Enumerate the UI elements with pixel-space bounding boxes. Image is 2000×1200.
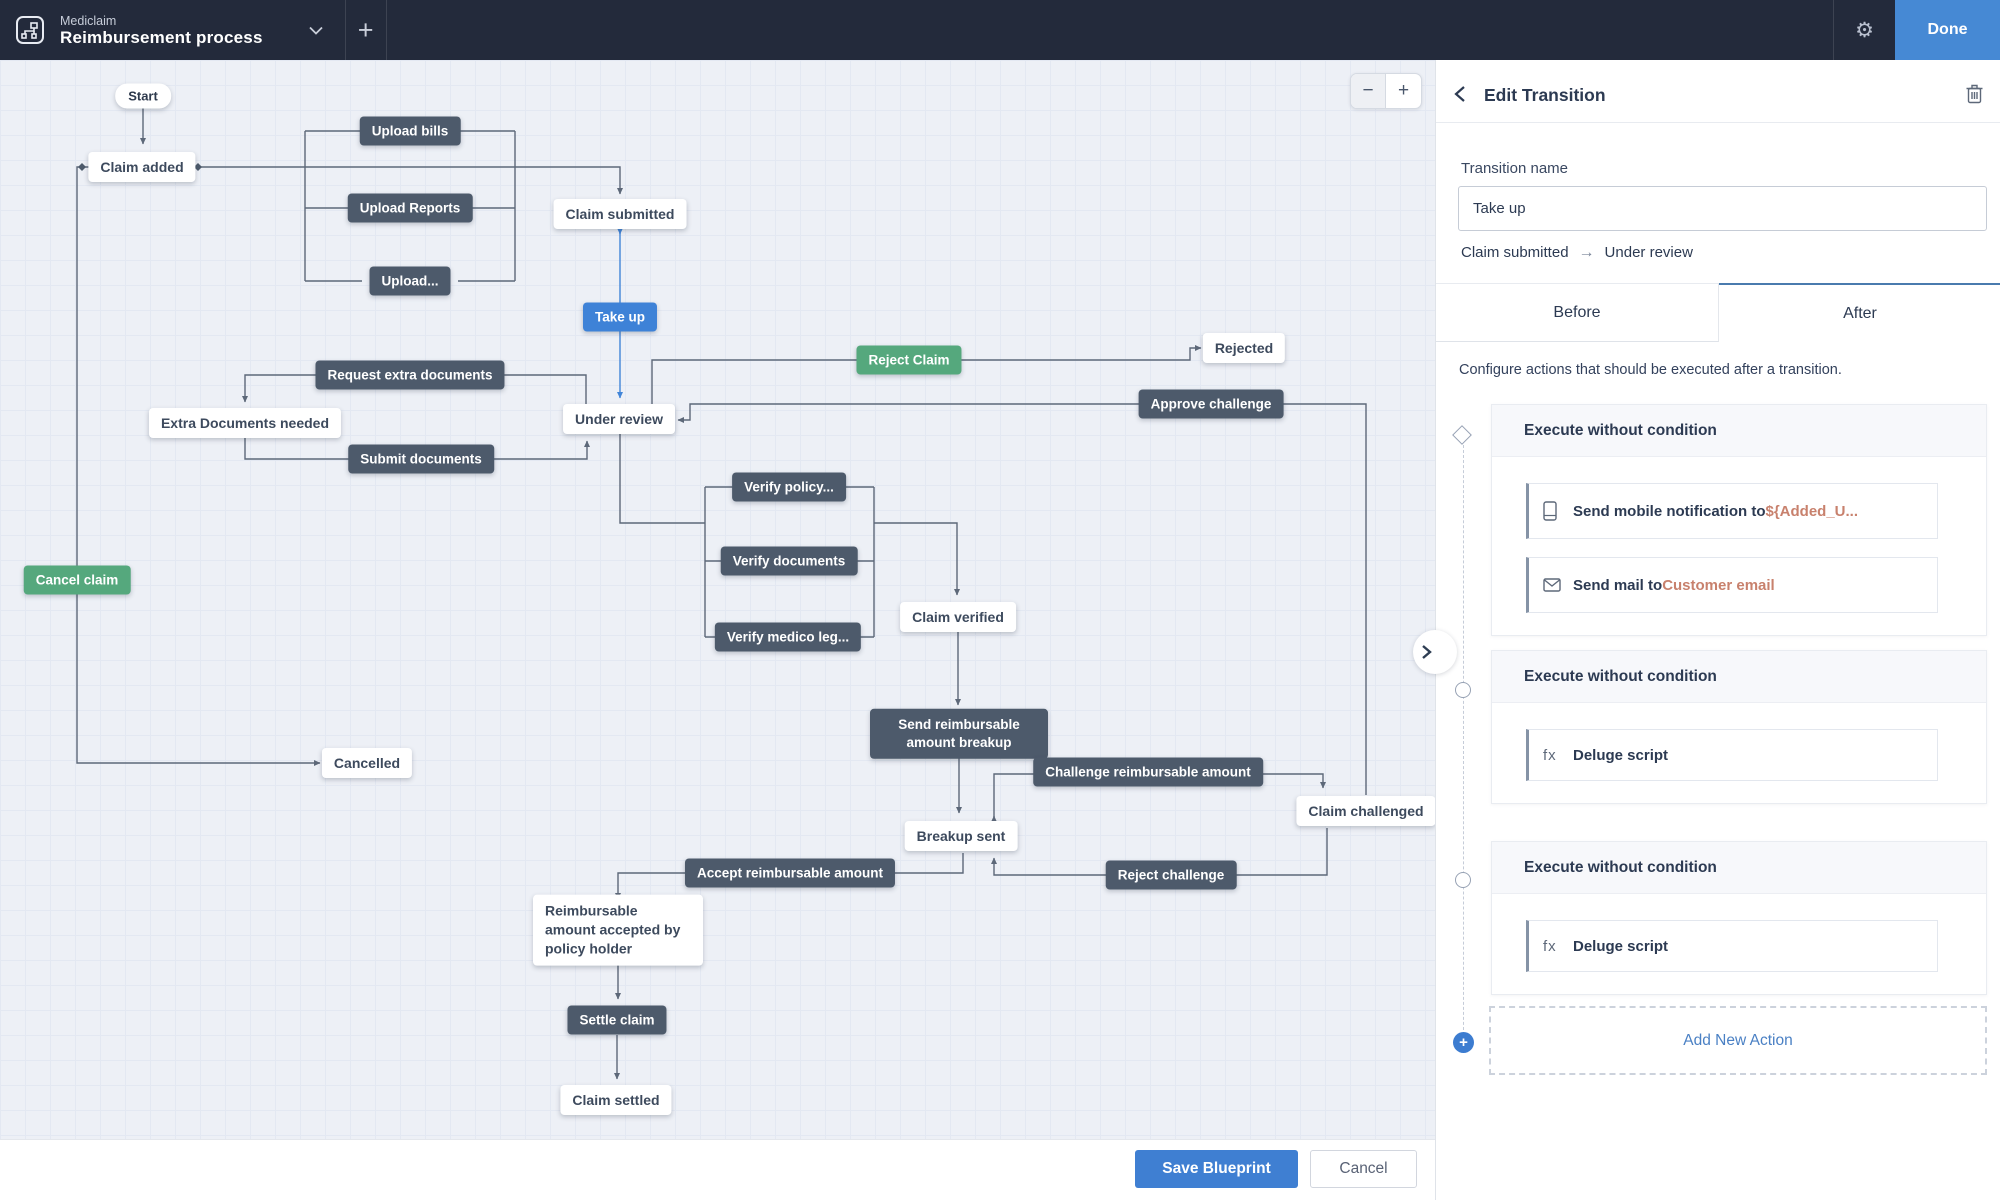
node-breakup-sent[interactable]: Breakup sent (904, 821, 1018, 851)
node-reject-claim[interactable]: Reject Claim (856, 345, 962, 375)
node-challenge-reimbursable[interactable]: Challenge reimbursable amount (1033, 757, 1263, 787)
done-button[interactable]: Done (1895, 0, 2000, 60)
top-bar: Mediclaim Reimbursement process + ⚙ Done (0, 0, 2000, 60)
chevron-right-icon (1422, 645, 1432, 659)
node-extra-documents-needed[interactable]: Extra Documents needed (148, 408, 342, 438)
node-upload-reports[interactable]: Upload Reports (347, 193, 473, 223)
topbar-spacer (387, 0, 1833, 60)
tab-after[interactable]: After (1719, 283, 2000, 342)
action-deluge-script[interactable]: fx Deluge script (1526, 920, 1938, 972)
add-new-action-button[interactable]: Add New Action (1489, 1006, 1987, 1075)
condition-block-title: Execute without condition (1492, 405, 1986, 457)
node-start[interactable]: Start (115, 83, 171, 109)
node-rejected[interactable]: Rejected (1202, 333, 1286, 363)
action-text: Deluge script (1573, 746, 1669, 764)
process-switcher-chevron-icon[interactable] (263, 0, 345, 60)
node-cancel-claim[interactable]: Cancel claim (23, 565, 131, 595)
node-verify-documents[interactable]: Verify documents (720, 546, 858, 576)
node-under-review[interactable]: Under review (563, 404, 675, 434)
node-cancelled[interactable]: Cancelled (321, 748, 413, 778)
canvas-footer-bar: Save Blueprint Cancel (0, 1139, 1435, 1200)
node-claim-verified[interactable]: Claim verified (900, 602, 1016, 632)
mobile-icon (1543, 501, 1573, 521)
action-param: Customer email (1662, 576, 1775, 594)
fx-icon: fx (1543, 937, 1557, 955)
condition-block-2: Execute without condition fx Deluge scri… (1491, 650, 1987, 804)
module-name: Mediclaim (60, 14, 117, 29)
condition-marker-diamond (1452, 425, 1472, 445)
actions-description: Configure actions that should be execute… (1459, 362, 1842, 378)
action-text: Send mobile notification to (1573, 502, 1766, 520)
node-reimb-accepted[interactable]: Reimbursable amount accepted by policy h… (533, 894, 703, 966)
action-text: Deluge script (1573, 937, 1669, 955)
blueprint-logo-icon (0, 0, 60, 60)
condition-rail (1463, 445, 1464, 1045)
zoom-in-button[interactable]: + (1397, 80, 1410, 101)
transition-route: Claim submitted → Under review (1461, 244, 1693, 262)
tab-before[interactable]: Before (1436, 283, 1719, 342)
fx-icon: fx (1543, 746, 1557, 764)
node-claim-added[interactable]: Claim added (88, 152, 196, 182)
node-send-breakup[interactable]: Send reimbursable amount breakup (870, 708, 1048, 760)
node-upload-more[interactable]: Upload... (369, 266, 451, 296)
back-chevron-icon[interactable] (1454, 85, 1476, 107)
zoom-out-button[interactable]: − (1351, 74, 1386, 108)
node-submit-documents[interactable]: Submit documents (348, 444, 494, 474)
condition-marker-circle (1455, 872, 1471, 888)
before-after-tabs: Before After (1436, 283, 2000, 342)
condition-block-3: Execute without condition fx Deluge scri… (1491, 841, 1987, 995)
node-reject-challenge[interactable]: Reject challenge (1105, 860, 1237, 890)
blueprint-canvas[interactable]: Start Claim added Upload bills Upload Re… (0, 60, 1435, 1139)
transition-name-input[interactable] (1458, 186, 1987, 231)
condition-marker-circle (1455, 682, 1471, 698)
action-send-mail[interactable]: Send mail to Customer email (1526, 557, 1938, 613)
edit-transition-panel: Edit Transition Transition name Claim su… (1435, 60, 2000, 1200)
route-from-state: Claim submitted (1461, 244, 1569, 261)
node-verify-policy[interactable]: Verify policy... (732, 472, 846, 502)
action-text: Send mail to (1573, 576, 1663, 594)
panel-title: Edit Transition (1484, 85, 1606, 105)
action-deluge-script[interactable]: fx Deluge script (1526, 729, 1938, 781)
save-blueprint-button[interactable]: Save Blueprint (1135, 1150, 1298, 1188)
flow-connectors (76, 108, 1367, 1080)
condition-block-body: fx Deluge script (1492, 894, 1986, 994)
node-approve-challenge[interactable]: Approve challenge (1138, 389, 1284, 419)
topbar-divider (344, 0, 346, 60)
action-param: ${Added_U... (1765, 502, 1859, 520)
condition-block-body: fx Deluge script (1492, 703, 1986, 803)
node-upload-bills[interactable]: Upload bills (359, 116, 461, 146)
node-claim-settled[interactable]: Claim settled (560, 1085, 672, 1115)
add-action-plus-icon[interactable]: + (1453, 1032, 1474, 1053)
add-blueprint-tab-button[interactable]: + (357, 14, 374, 45)
route-to-state: Under review (1604, 244, 1693, 261)
node-verify-medico[interactable]: Verify medico leg... (714, 622, 862, 652)
node-take-up[interactable]: Take up (582, 302, 658, 332)
condition-block-title: Execute without condition (1492, 651, 1986, 703)
mail-icon (1543, 578, 1573, 592)
process-title-group: Mediclaim Reimbursement process (60, 0, 263, 60)
node-accept-reimbursable[interactable]: Accept reimbursable amount (684, 858, 896, 888)
topbar-divider (385, 0, 387, 60)
process-name: Reimbursement process (60, 28, 263, 48)
cancel-button[interactable]: Cancel (1310, 1150, 1417, 1188)
node-claim-submitted[interactable]: Claim submitted (553, 199, 687, 229)
condition-block-1: Execute without condition Send mobile no… (1491, 404, 1987, 636)
condition-block-title: Execute without condition (1492, 842, 1986, 894)
action-send-mobile-notification[interactable]: Send mobile notification to ${Added_U... (1526, 483, 1938, 539)
panel-collapse-handle[interactable] (1413, 630, 1457, 674)
route-arrow-icon: → (1578, 244, 1595, 261)
node-request-extra-documents[interactable]: Request extra documents (315, 360, 505, 390)
node-claim-challenged[interactable]: Claim challenged (1296, 796, 1435, 826)
node-settle-claim[interactable]: Settle claim (567, 1005, 667, 1035)
settings-gear-icon[interactable]: ⚙ (1833, 0, 1895, 60)
transition-name-label: Transition name (1461, 160, 1568, 177)
canvas-zoom-controls: − + (1350, 73, 1422, 109)
delete-transition-trash-icon[interactable] (1966, 84, 1986, 106)
panel-divider (1436, 122, 2000, 123)
condition-block-body: Send mobile notification to ${Added_U...… (1492, 457, 1986, 635)
